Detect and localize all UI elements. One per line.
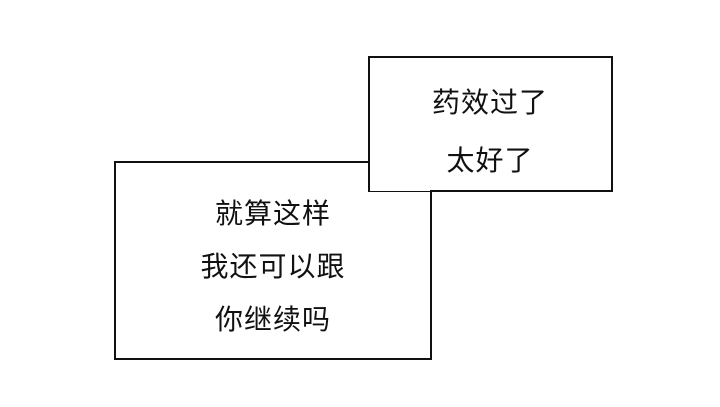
bottom-line-2: 我还可以跟	[200, 250, 346, 283]
bottom-speech-box	[114, 161, 432, 360]
bottom-speech-text: 就算这样 我还可以跟 你继续吗	[115, 187, 431, 346]
top-line-1: 药效过了	[431, 86, 548, 119]
bottom-line-1: 就算这样	[214, 197, 331, 230]
top-line-2: 太好了	[446, 144, 534, 177]
bottom-line-3: 你继续吗	[214, 303, 331, 336]
top-speech-text: 药效过了 太好了	[370, 74, 610, 190]
overlap-patch	[370, 163, 430, 191]
